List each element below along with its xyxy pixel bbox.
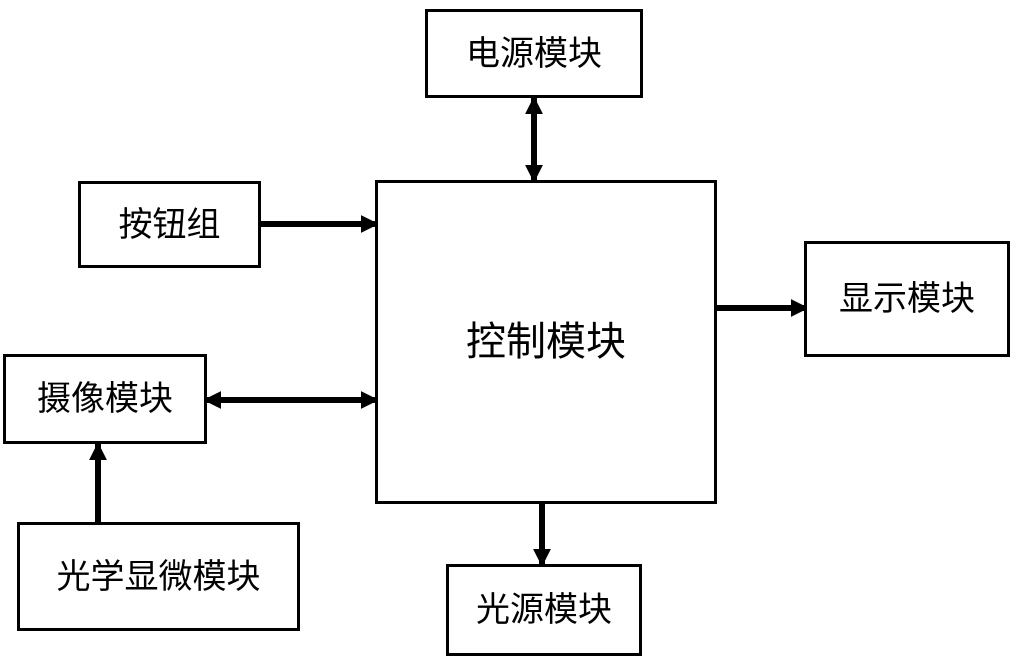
optical-microscope-module-label: 光学显微模块 (57, 560, 261, 594)
buttons-box: 按钮组 (78, 181, 261, 268)
camera-module-label: 摄像模块 (37, 382, 173, 416)
power-module-label: 电源模块 (466, 37, 602, 71)
camera-module-box: 摄像模块 (3, 354, 207, 444)
light-source-module-label: 光源模块 (476, 593, 612, 627)
control-module-label: 控制模块 (466, 322, 626, 362)
display-module-box: 显示模块 (804, 241, 1010, 357)
light-source-module-box: 光源模块 (446, 564, 642, 656)
power-module-box: 电源模块 (425, 9, 643, 98)
optical-microscope-module-box: 光学显微模块 (17, 522, 300, 631)
buttons-label: 按钮组 (119, 208, 221, 242)
display-module-label: 显示模块 (839, 282, 975, 316)
control-module-box: 控制模块 (375, 180, 717, 504)
